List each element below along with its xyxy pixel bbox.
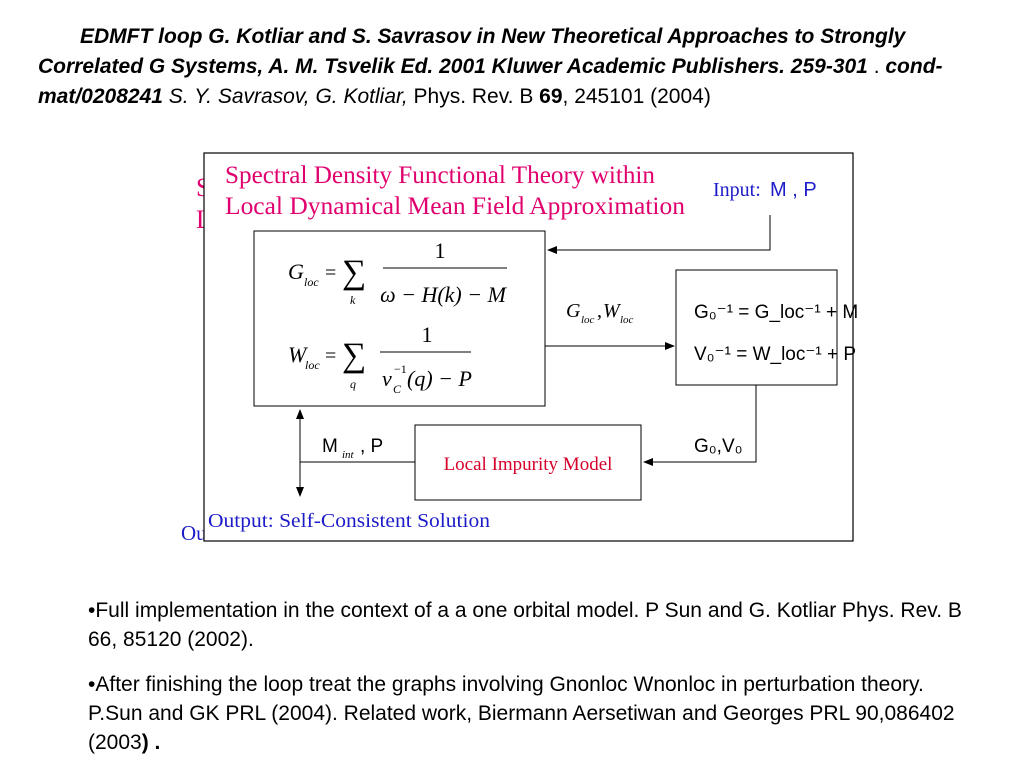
reference-pages: , 245101 (2004) (562, 85, 711, 108)
reference-journal: Phys. Rev. B (407, 85, 540, 108)
input-label: Input: (713, 179, 761, 201)
mint-label: M (322, 436, 338, 457)
arrow-label-g-sub: loc (581, 314, 595, 326)
impurity-model-label: Local Impurity Model (444, 454, 613, 475)
eq2-den-rest: (q) − P (407, 366, 472, 391)
eq2-sum-sub: q (350, 377, 356, 391)
bullet-list: •Full implementation in the context of a… (88, 596, 968, 773)
arrow-label-w: W (603, 300, 622, 322)
mint-label-sub: int (342, 449, 355, 461)
eq2-den-sub: C (393, 382, 402, 396)
diagram-title-line-2: Local Dynamical Mean Field Approximation (225, 193, 685, 220)
bullet-item-2-text: •After finishing the loop treat the grap… (88, 673, 955, 754)
eq1-sum: ∑ (342, 254, 366, 291)
lattice-equations-box (253, 230, 546, 407)
eq2-numerator: 1 (422, 322, 433, 347)
reference-title: EDMFT loop G. Kotliar and S. Savrasov in… (38, 25, 906, 78)
eq1-lhs: G (288, 259, 304, 284)
eq1-lhs-sub: loc (304, 275, 319, 289)
arrow-label-w-sub: loc (620, 314, 634, 326)
eq2-equals: = (325, 345, 336, 367)
bullet-item-1: •Full implementation in the context of a… (88, 599, 962, 651)
diagram-title-line-1: Spectral Density Functional Theory withi… (225, 162, 655, 189)
reference-volume: 69 (539, 85, 563, 108)
bullet-item-2-tail: ) . (141, 731, 161, 754)
output-shadow: Ou (181, 521, 207, 545)
g0-v0-label: G₀,V₀ (694, 436, 743, 457)
dyson-equations-box (675, 269, 838, 386)
dyson-eq-2: V₀⁻¹ = W_loc⁻¹ + P (694, 344, 856, 365)
g0-v0-arrow (643, 385, 757, 466)
bullet-item-2: •After finishing the loop treat the grap… (88, 670, 968, 757)
output-label: Output: Self-Consistent Solution (208, 510, 490, 532)
eq1-denominator: ω − H(k) − M (380, 282, 508, 307)
input-symbols: M , P (770, 179, 817, 201)
eq2-lhs-sub: loc (305, 358, 320, 372)
mint-label-rest: , P (360, 436, 383, 457)
arrow-label-g: G (566, 300, 581, 322)
arrow-label-comma: , (597, 300, 602, 322)
input-arrow (547, 215, 771, 254)
reference-sep: . (867, 55, 886, 78)
reference-condmat: cond-mat/0208241 (38, 55, 943, 108)
eq2-den-v: v (382, 366, 392, 391)
reference-citation: EDMFT loop G. Kotliar and S. Savrasov in… (38, 22, 998, 112)
eq2-den-sup: −1 (394, 362, 407, 376)
dyson-eq-1: G₀⁻¹ = G_loc⁻¹ + M (694, 302, 858, 323)
eq2-lhs: W (288, 342, 308, 367)
impurity-model-box (414, 424, 642, 501)
eq1-numerator: 1 (435, 238, 446, 263)
eq1-sum-sub: k (350, 293, 356, 307)
eq1-equals: = (325, 262, 336, 284)
eq2-sum: ∑ (342, 337, 366, 374)
reference-authors: S. Y. Savrasov, G. Kotliar, (162, 85, 408, 108)
